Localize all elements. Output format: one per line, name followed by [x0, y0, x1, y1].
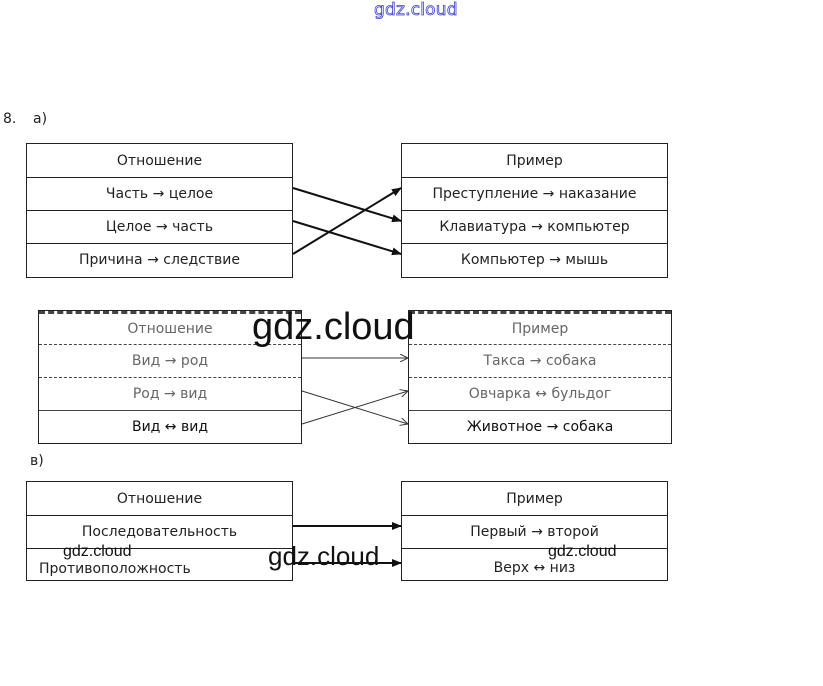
part-a-example-table: Пример Преступление → наказание Клавиату…: [401, 143, 668, 278]
table-header: Пример: [506, 490, 563, 507]
table-row: Клавиатура → компьютер: [402, 210, 667, 243]
watermark-part-b: gdz.cloud: [252, 306, 415, 348]
table-row: Род → вид: [39, 377, 301, 410]
watermark-part-c-left: gdz.cloud: [63, 543, 132, 560]
table-row: Последовательность: [27, 515, 292, 548]
watermark-part-c-middle: gdz.cloud: [268, 541, 380, 571]
connector-arrow: [301, 391, 408, 425]
table-row: Противоположность: [27, 548, 292, 581]
connector-arrow: [292, 220, 402, 256]
table-row: Животное → собака: [409, 410, 671, 443]
table-header: Отношение: [39, 311, 301, 344]
table-header: Отношение: [116, 152, 203, 169]
part-a-label: а): [33, 111, 48, 127]
table-row: Причина → следствие: [27, 243, 292, 276]
part-a-relation-table: Отношение Часть → целое Целое → часть Пр…: [26, 143, 293, 278]
table-row: Часть → целое: [27, 177, 292, 210]
watermark-part-c-right: gdz.cloud: [548, 543, 617, 560]
table-header: Пример: [506, 152, 563, 169]
table-row: Компьютер → мышь: [402, 243, 667, 276]
part-b-example-table: Пример Такса → собака Овчарка ↔ бульдог …: [408, 310, 672, 444]
connector-arrow: [292, 187, 402, 223]
table-row: Овчарка ↔ бульдог: [409, 377, 671, 410]
part-c-label: в): [30, 453, 44, 469]
table-header: Пример: [409, 311, 671, 344]
table-row: Преступление → наказание: [402, 177, 667, 210]
watermark-top: gdz.cloud: [374, 0, 458, 20]
table-row: Такса → собака: [409, 344, 671, 377]
table-header: Отношение: [116, 490, 203, 507]
table-row: Вид ↔ вид: [39, 410, 301, 443]
table-row: Верх ↔ низ: [402, 548, 667, 581]
table-row: Целое → часть: [27, 210, 292, 243]
part-b-relation-table: Отношение Вид → род Род → вид Вид ↔ вид: [38, 310, 302, 444]
table-row: Первый → второй: [402, 515, 667, 548]
part-c-relation-table: Отношение Последовательность Противополо…: [26, 481, 293, 581]
connector-arrow: [292, 187, 402, 255]
exercise-number: 8.: [3, 111, 17, 127]
part-c-example-table: Пример Первый → второй Верх ↔ низ: [401, 481, 668, 581]
table-row: Вид → род: [39, 344, 301, 377]
